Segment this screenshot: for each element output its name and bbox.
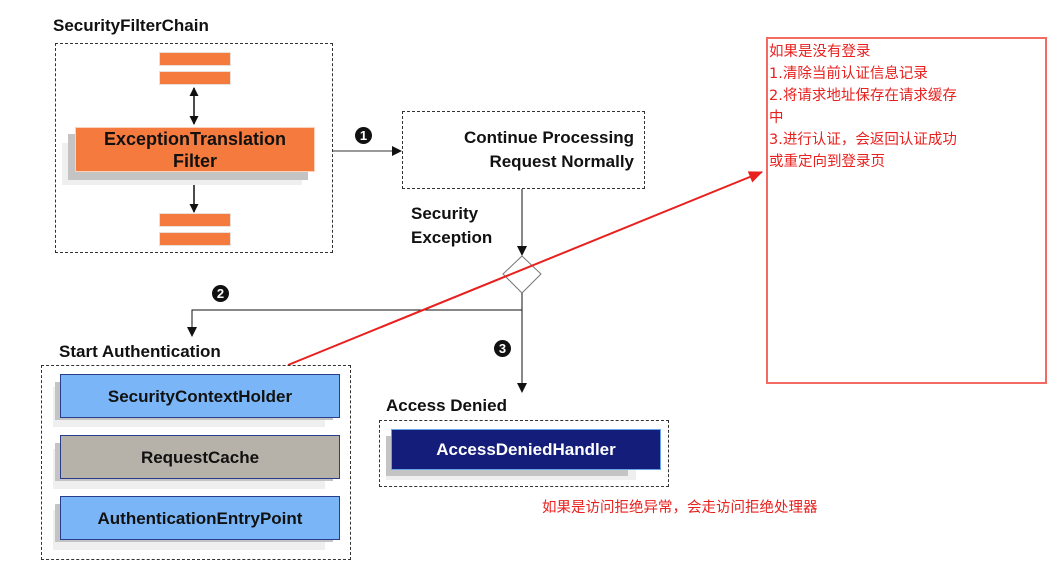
access-denied-container	[379, 420, 669, 487]
security-filter-chain-title: SecurityFilterChain	[53, 16, 209, 35]
continue-processing-line2: Request Normally	[489, 152, 634, 171]
note-line: 中	[769, 110, 784, 126]
security-context-holder-box[interactable]: SecurityContextHolder	[60, 374, 340, 418]
authentication-entry-point-box[interactable]: AuthenticationEntryPoint	[60, 496, 340, 540]
security-exception-label: Security Exception	[411, 202, 492, 250]
filter-label-line2: Filter	[172, 150, 217, 171]
continue-processing-container	[402, 111, 645, 189]
filter-bar	[159, 213, 231, 227]
step-3-badge: 3	[494, 340, 511, 357]
security-exception-line1: Security	[411, 204, 479, 223]
security-filter-chain-container	[55, 43, 333, 253]
note-line: 2.将请求地址保存在请求缓存	[769, 88, 957, 104]
filter-bar	[159, 71, 231, 85]
start-authentication-container	[41, 365, 351, 560]
access-denied-note: 如果是访问拒绝异常，会走访问拒绝处理器	[542, 500, 818, 516]
step-1-badge: 1	[355, 127, 372, 144]
arrow-step2	[187, 309, 522, 337]
note-line: 1.清除当前认证信息记录	[769, 66, 928, 82]
filter-bar	[159, 232, 231, 246]
continue-processing-line1: Continue Processing	[463, 128, 634, 147]
access-denied-title: Access Denied	[386, 396, 507, 415]
access-denied-handler-box[interactable]: AccessDeniedHandler	[391, 429, 661, 470]
start-authentication-title: Start Authentication	[59, 342, 221, 361]
note-line: 如果是没有登录	[769, 44, 871, 60]
not-logged-in-note: 如果是没有登录 1.清除当前认证信息记录 2.将请求地址保存在请求缓存 中 3.…	[766, 37, 1047, 384]
note-line: 或重定向到登录页	[769, 154, 885, 170]
continue-processing-label: Continue Processing Request Normally	[402, 126, 634, 174]
exception-translation-filter[interactable]: ExceptionTranslation Filter	[75, 127, 315, 172]
red-annotation-arrow	[287, 171, 763, 366]
filter-label-line1: ExceptionTranslation	[103, 128, 287, 149]
step-2-badge: 2	[212, 285, 229, 302]
filter-bar	[159, 52, 231, 66]
note-line: 3.进行认证，会返回认证成功	[769, 132, 957, 148]
request-cache-box[interactable]: RequestCache	[60, 435, 340, 479]
security-exception-line2: Exception	[411, 228, 493, 247]
